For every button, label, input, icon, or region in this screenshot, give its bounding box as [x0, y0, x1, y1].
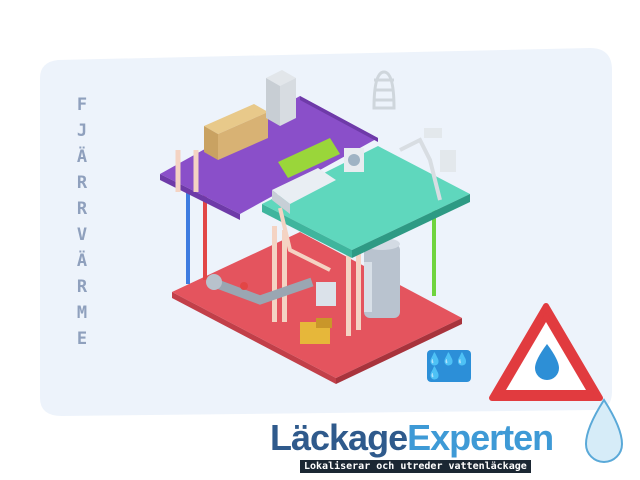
vertical-letter: J [76, 121, 88, 141]
brand-name-part1: Läckage [270, 417, 408, 458]
water-drop-icon [535, 344, 559, 380]
brand-tagline: Lokaliserar och utreder vattenläckage [300, 460, 531, 473]
vertical-word: F J Ä R R V Ä R M E [70, 92, 94, 352]
vertical-letter: F [76, 95, 88, 115]
vertical-letter: R [76, 199, 88, 219]
vertical-letter: R [76, 277, 88, 297]
vertical-letter: M [76, 303, 88, 323]
brand-name-part2: Experten [407, 417, 554, 458]
vertical-letter: Ä [76, 251, 88, 271]
badge-drops: 💧💧💧💧 [427, 352, 470, 380]
vertical-letter: V [76, 225, 88, 245]
water-drop-icon [584, 398, 624, 463]
vertical-letter: E [76, 329, 88, 349]
brand-logo: LäckageExperten [270, 417, 554, 458]
vertical-letter: R [76, 173, 88, 193]
house-plumbing-illustration [160, 70, 470, 384]
warning-triangle-icon [489, 303, 603, 401]
vertical-letter: Ä [76, 147, 88, 167]
water-drops-badge-icon: 💧💧💧💧 [427, 350, 471, 382]
